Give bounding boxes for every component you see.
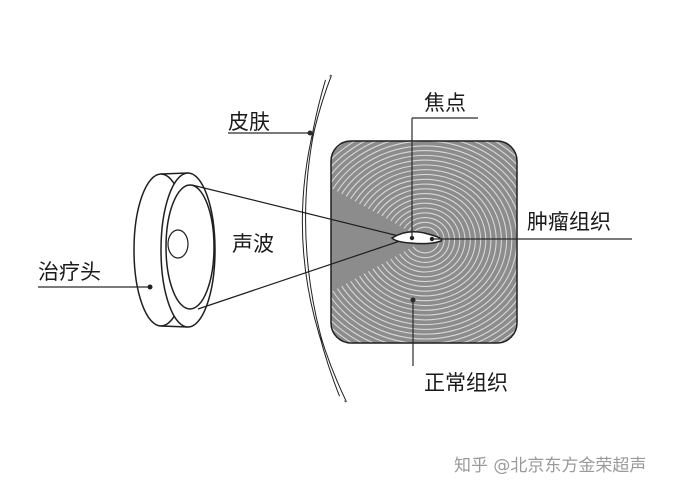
transducer-dome: [167, 229, 189, 259]
tissue-outline: [330, 140, 518, 344]
tissue-texture-lines: [331, 141, 517, 343]
transducer: [133, 172, 216, 328]
transducer-inner-rim: [165, 184, 215, 310]
label-skin: 皮肤: [228, 110, 270, 134]
tissue-arc: [350, 159, 513, 321]
beam-lower-edge: [197, 239, 404, 310]
tissue-arc: [363, 174, 497, 306]
tissue-arc: [408, 221, 445, 259]
beam-upper-edge: [191, 184, 404, 238]
label-sound-wave: 声波: [232, 232, 274, 256]
leader-lines: [38, 117, 632, 366]
sound-wave-beam: [191, 184, 404, 310]
tissue-arc: [394, 207, 461, 273]
label-focus: 焦点: [424, 91, 466, 115]
skin-layer: [301, 74, 347, 403]
tissue-arc: [367, 178, 492, 302]
tissue-arc: [336, 145, 517, 335]
label-tumor: 肿瘤组织: [527, 210, 611, 234]
focus-lesion: [390, 231, 443, 245]
tissue-arc: [354, 164, 508, 316]
tissue-arc: [345, 154, 517, 326]
tissue-arc: [332, 141, 517, 340]
leader-skin-dot: [307, 130, 313, 136]
tissue-block: [330, 140, 518, 344]
tissue-arc: [341, 150, 517, 330]
tissue-arc: [331, 141, 517, 343]
tissue-arc: [390, 202, 466, 278]
tissue-arc: [399, 212, 456, 268]
tissue-arc: [385, 197, 471, 283]
watermark: 知乎 @北京东方金荣超声: [454, 456, 647, 476]
tissue-arc: [372, 183, 487, 297]
tissue-arc: [381, 193, 476, 287]
tissue-arc: [403, 217, 450, 263]
lesion-shape: [390, 231, 443, 245]
label-normal-tissue: 正常组织: [424, 371, 508, 395]
label-transducer: 治疗头: [38, 260, 101, 284]
tissue-arc: [359, 169, 502, 311]
leader-normal-dot: [410, 297, 416, 303]
